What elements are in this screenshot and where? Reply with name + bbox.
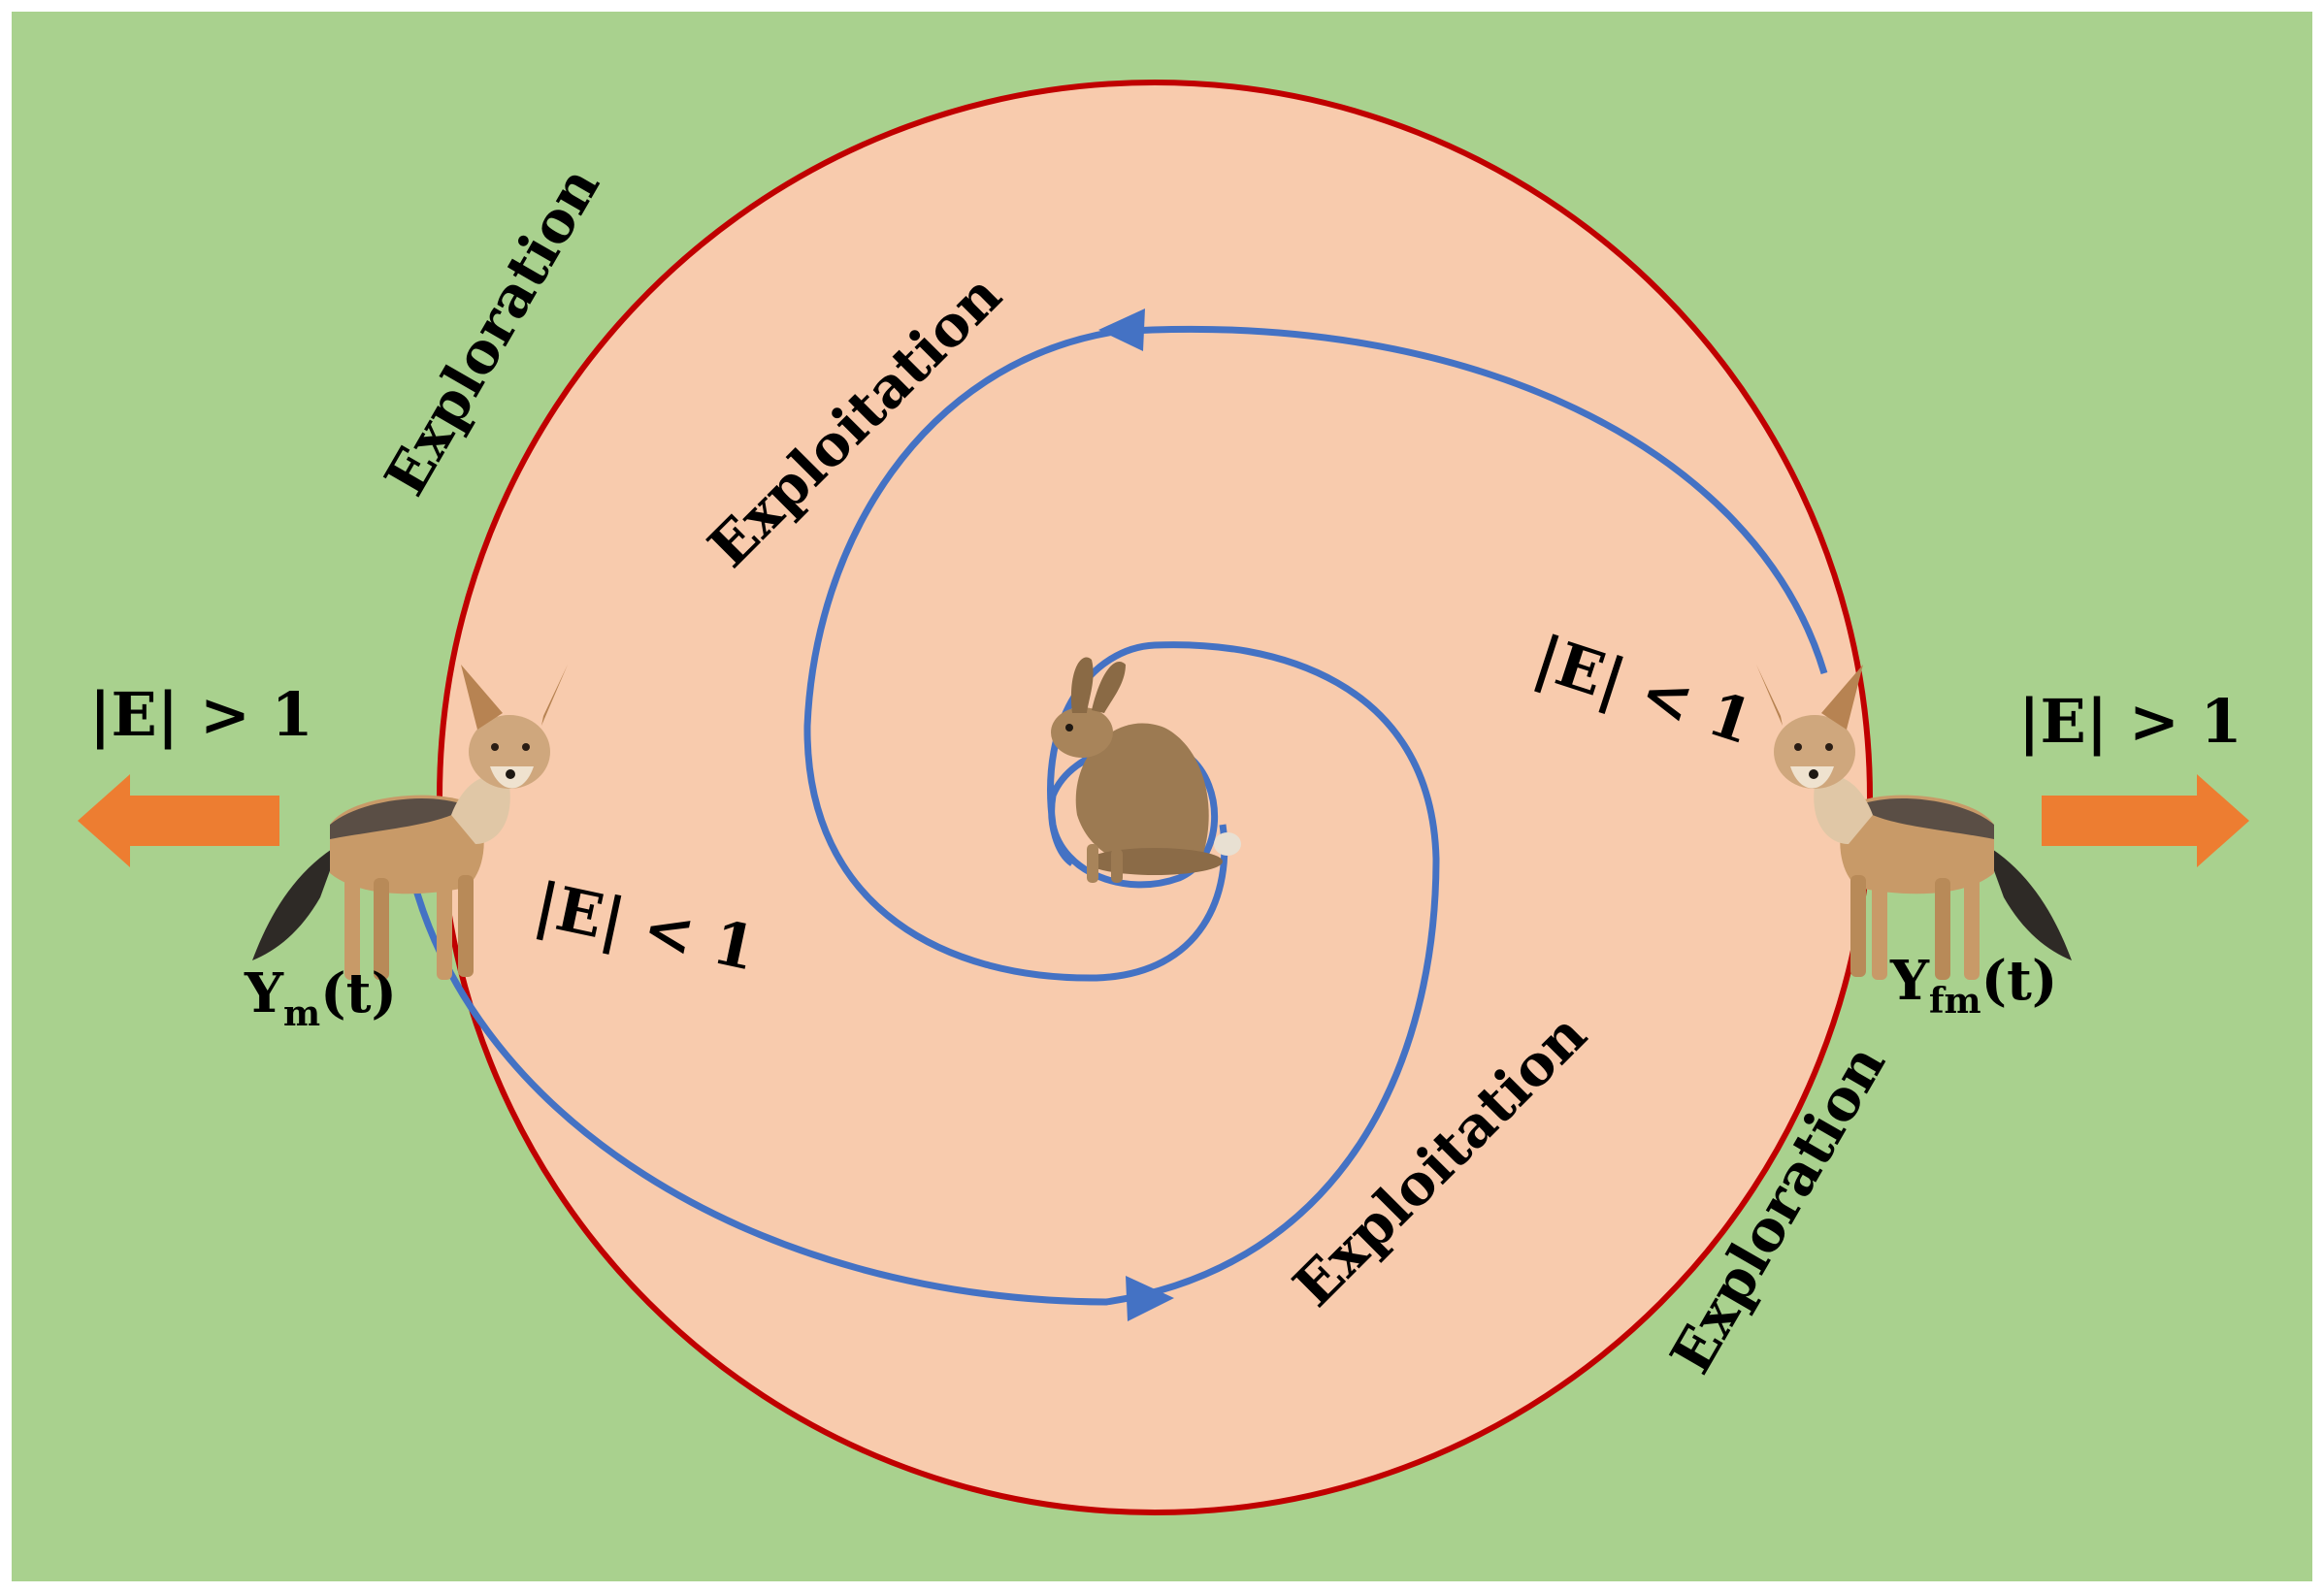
orange-arrow-left [78,774,279,867]
condition-left-outer: |E| > 1 [89,679,313,750]
spiral-path-from-female [803,325,1828,982]
female-position-label: Yfm(t) [1889,949,2057,1022]
orange-arrow-right [2042,774,2249,867]
male-position-label: Ym(t) [244,961,397,1034]
condition-right-outer: |E| > 1 [2018,686,2242,757]
spiral-arrowhead [1098,309,1145,351]
hare-icon [1051,657,1241,883]
spiral-arrowhead [1126,1276,1174,1321]
